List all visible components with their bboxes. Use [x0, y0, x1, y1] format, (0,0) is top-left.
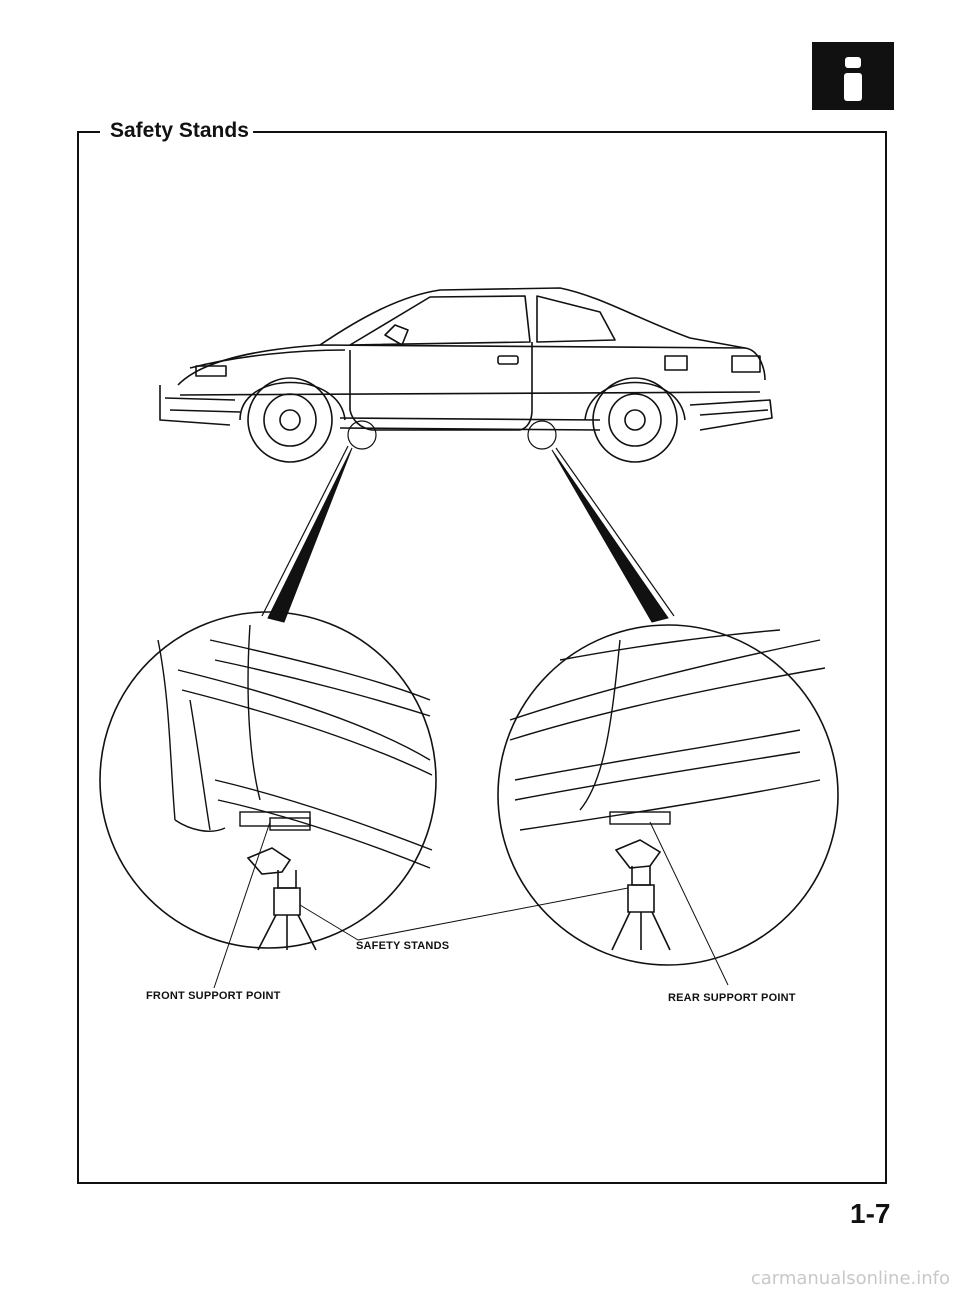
rear-detail-circle [497, 624, 839, 966]
front-detail-circle [99, 611, 437, 951]
zoom-leaders [267, 447, 669, 623]
rear-support-point-label: REAR SUPPORT POINT [668, 992, 796, 1004]
front-support-point-label: FRONT SUPPORT POINT [146, 990, 281, 1002]
section-title: Safety Stands [106, 118, 253, 144]
info-i-icon [812, 42, 894, 110]
callout-lines [213, 821, 729, 989]
safety-stands-label: SAFETY STANDS [356, 940, 450, 952]
car-drawing [159, 287, 773, 463]
page-number: 1-7 [850, 1198, 891, 1229]
info-badge [812, 42, 894, 110]
section-frame [77, 131, 887, 1184]
footer-watermark[interactable]: carmanualsonline.info [750, 1268, 950, 1289]
